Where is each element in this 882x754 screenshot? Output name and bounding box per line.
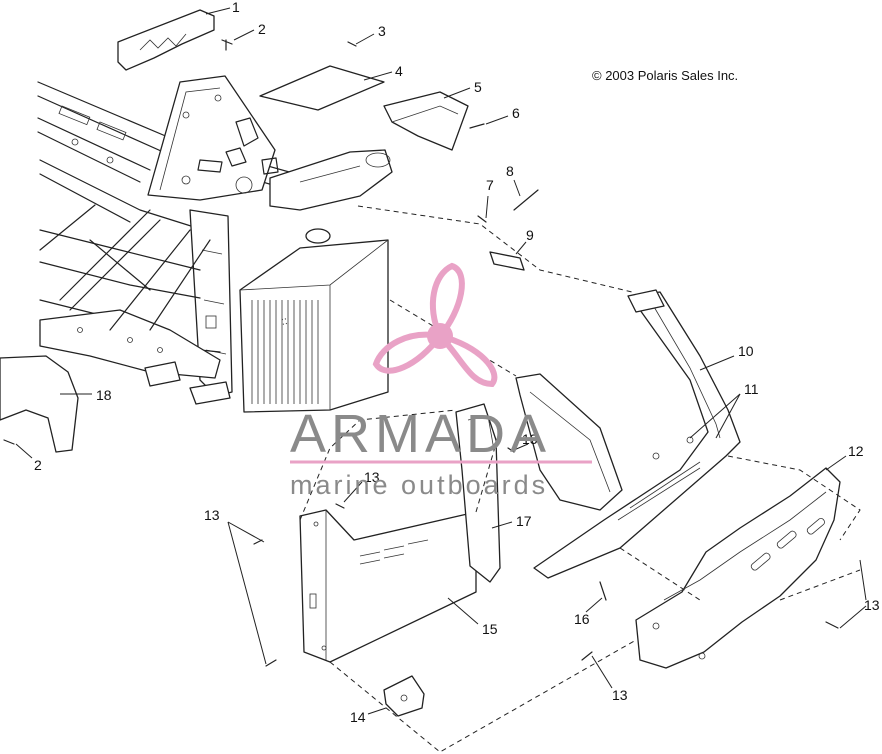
front-bumper	[515, 289, 741, 579]
watermark: ARMADA marine outboards	[290, 262, 592, 500]
chassis-frame	[37, 75, 393, 405]
callout-13-panel-top: 13	[364, 469, 380, 485]
callout-11: 11	[744, 381, 759, 397]
side-shield	[0, 355, 79, 453]
callout-18: 18	[96, 387, 112, 403]
callout-2-lower: 2	[34, 457, 42, 473]
callout-labels: 1 2 3 4 5 6 7 8 9 10 11 12 13 13 13 13 1…	[34, 0, 880, 725]
hardware	[3, 39, 839, 667]
watermark-brand: ARMADA	[290, 404, 551, 464]
callout-10: 10	[738, 343, 754, 359]
skid-plate	[635, 467, 841, 669]
callout-13-bottom: 13	[612, 687, 628, 703]
callout-7: 7	[486, 177, 494, 193]
mount-bracket	[383, 675, 425, 717]
callout-14: 14	[350, 709, 366, 725]
radiator-stamp-text: ::	[280, 315, 288, 328]
callout-8: 8	[506, 163, 514, 179]
leader-lines	[15, 7, 867, 715]
watermark-tagline: marine outboards	[290, 470, 548, 500]
callout-5: 5	[474, 79, 482, 95]
callout-15: 15	[482, 621, 498, 637]
top-parts	[117, 9, 469, 151]
radiator-assembly: ::	[239, 228, 389, 413]
propeller-icon	[372, 262, 498, 388]
callout-1: 1	[232, 0, 240, 15]
callout-9: 9	[526, 227, 534, 243]
callout-12: 12	[848, 443, 864, 459]
callout-2: 2	[258, 21, 266, 37]
side-panels	[299, 403, 501, 663]
callout-13-radiator: 13	[522, 431, 538, 447]
copyright-notice: © 2003 Polaris Sales Inc.	[592, 68, 738, 83]
callout-3: 3	[378, 23, 386, 39]
callout-16: 16	[574, 611, 590, 627]
callout-4: 4	[395, 63, 403, 79]
callout-6: 6	[512, 105, 520, 121]
callout-13-skid: 13	[864, 597, 880, 613]
callout-17: 17	[516, 513, 532, 529]
callout-13-panel-left: 13	[204, 507, 220, 523]
